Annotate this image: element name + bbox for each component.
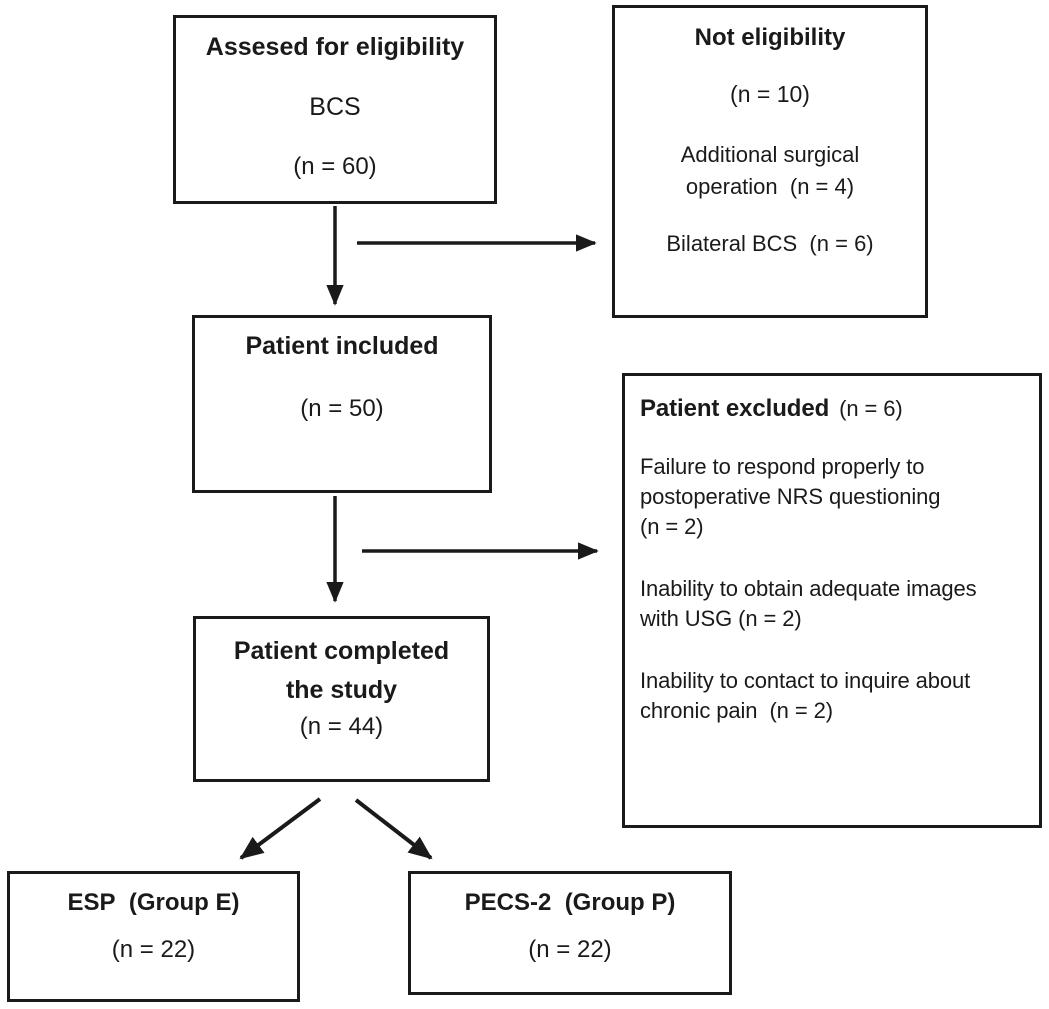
box-group-pecs2: PECS-2 (Group P) (n = 22) — [408, 871, 732, 995]
included-count: (n = 50) — [300, 395, 384, 422]
excluded-title: Patient excluded — [640, 395, 830, 422]
excluded-reason-usg: Inability to obtain adequate images with… — [640, 576, 977, 631]
box-patient-excluded: Patient excluded (n = 6) Failure to respo… — [622, 373, 1042, 828]
completed-title: Patient completed the study — [233, 637, 450, 704]
pecs-title: PECS-2 (Group P) — [464, 889, 676, 916]
box-patient-included: Patient included (n = 50) — [192, 315, 492, 493]
arrow-completed-to-esp — [239, 797, 322, 860]
not-eligible-reason-surgical: Additional surgical operation (n = 4) — [680, 142, 860, 199]
excluded-reason-contact: Inability to contact to inquire about ch… — [640, 668, 971, 723]
assessed-count: (n = 60) — [293, 153, 377, 180]
box-assessed-for-eligibility: Assesed for eligibility BCS (n = 60) — [173, 15, 497, 204]
excluded-title-line: Patient excluded (n = 6) — [640, 394, 1035, 424]
excluded-reason-nrs: Failure to respond properly to postopera… — [640, 454, 941, 539]
box-patient-completed-study: Patient completed the study (n = 44) — [193, 616, 490, 782]
box-group-esp: ESP (Group E) (n = 22) — [7, 871, 300, 1002]
pecs-count: (n = 22) — [528, 936, 612, 963]
arrow-completed-to-pecs — [354, 798, 433, 860]
not-eligible-count: (n = 10) — [730, 81, 810, 107]
assessed-subtitle: BCS — [309, 93, 361, 121]
assessed-title: Assesed for eligibility — [205, 33, 465, 61]
esp-count: (n = 22) — [111, 936, 196, 963]
excluded-count: (n = 6) — [839, 396, 903, 421]
included-title: Patient included — [245, 332, 439, 360]
not-eligible-title: Not eligibility — [694, 24, 846, 51]
esp-title: ESP (Group E) — [67, 889, 240, 916]
completed-count: (n = 44) — [299, 713, 384, 740]
not-eligible-reason-bilateral: Bilateral BCS (n = 6) — [666, 231, 874, 256]
box-not-eligibility: Not eligibility (n = 10) Additional surg… — [612, 5, 928, 318]
